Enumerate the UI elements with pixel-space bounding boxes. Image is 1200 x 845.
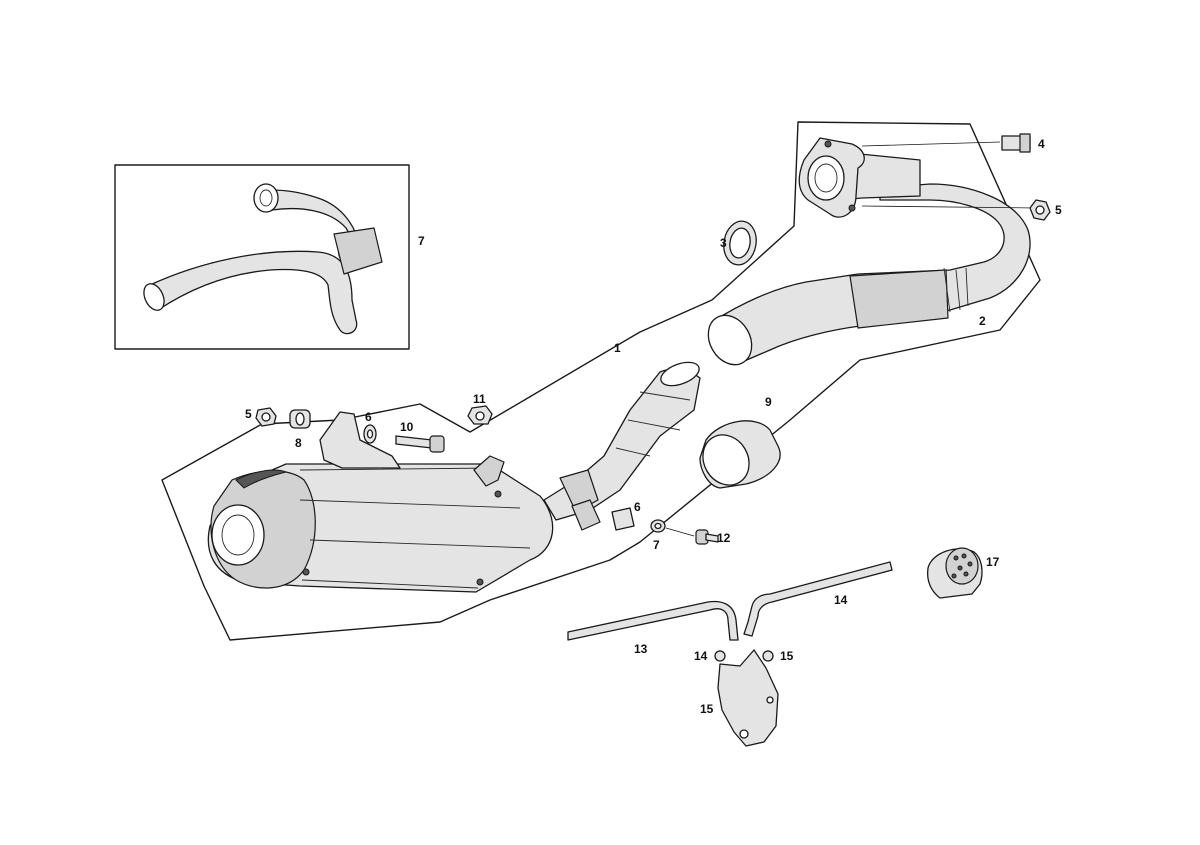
callout-9: 9: [765, 395, 772, 409]
inset-box-part-11: 7: [114, 164, 425, 350]
bolt-12: 12: [665, 527, 731, 545]
callout-1: 1: [614, 341, 621, 355]
rubber-mount-13: 11: [467, 392, 493, 425]
callout-16: 15: [700, 702, 714, 716]
callout-7b: 7: [653, 538, 660, 552]
callout-15b: 15: [780, 649, 794, 663]
callout-5b: 5: [1055, 203, 1062, 217]
callout-15a: 14: [694, 649, 708, 663]
callout-2: 2: [979, 314, 986, 328]
header-pipe-2: 2: [707, 137, 1031, 366]
stud-4: 4: [861, 133, 1045, 153]
callout-14a: 13: [634, 642, 648, 656]
washer-7-bottom: 7: [650, 519, 666, 552]
washer-7-top: 6: [363, 410, 377, 444]
callout-14b: 14: [834, 593, 848, 607]
assembly-outline: [161, 121, 1041, 641]
callout-13: 11: [473, 392, 486, 406]
callout-4: 4: [1038, 137, 1045, 151]
callout-12: 12: [717, 531, 731, 545]
callout-11: 7: [418, 234, 425, 248]
callout-8: 8: [295, 436, 302, 450]
callout-3: 3: [720, 236, 727, 250]
valve-16: 15: [700, 649, 779, 747]
clip-6: 6: [611, 500, 641, 531]
link-pipe: [543, 361, 701, 531]
callout-6: 6: [634, 500, 641, 514]
callout-7a: 6: [365, 410, 372, 424]
bolt-10: 10: [395, 420, 445, 453]
callout-10: 10: [400, 420, 414, 434]
hose-clip-15: 14 15: [694, 649, 794, 663]
hose-14: 13 14: [567, 561, 893, 656]
sleeve-9: 9: [699, 395, 781, 489]
callout-17: 17: [986, 555, 1000, 569]
muffler-1: [207, 411, 554, 593]
callout-5a: 5: [245, 407, 252, 421]
gasket-3: 3: [720, 220, 757, 266]
nut-5-left: 5: [245, 407, 277, 427]
nut-5-right: 5: [861, 199, 1062, 221]
grommet-8: 8: [289, 409, 311, 450]
filter-17: 17: [926, 547, 1000, 599]
